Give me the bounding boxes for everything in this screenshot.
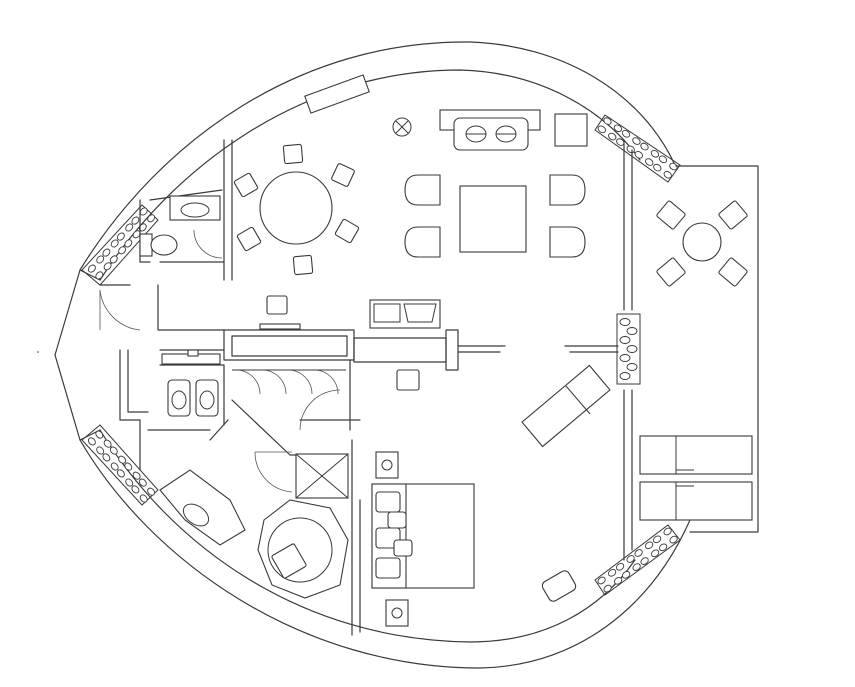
stone-texture-pebble	[110, 239, 119, 248]
stone-texture-pebble	[644, 541, 654, 550]
washbasin	[159, 469, 246, 546]
stone-texture-pebble	[103, 262, 112, 271]
desk-unit	[369, 299, 441, 329]
toilet	[195, 379, 219, 417]
nightstand	[375, 451, 409, 627]
stone-texture-pebble	[116, 232, 125, 241]
stone-texture-pebble	[669, 162, 678, 171]
stone-texture-pebble	[634, 549, 643, 557]
ceiling-light-fixture	[392, 117, 412, 137]
stone-texture-pebble	[597, 125, 606, 134]
stone-texture-pebble	[116, 469, 125, 478]
stone-texture-pebble	[139, 494, 148, 503]
stone-texture-pebble	[658, 155, 668, 164]
stone-texture-pebble	[109, 446, 118, 455]
stone-texture-pebble	[608, 132, 617, 141]
stone-texture-pebble	[603, 584, 612, 593]
washbasin	[169, 195, 221, 221]
stone-texture-pebble	[147, 487, 156, 496]
stone-texture-pebble	[96, 255, 105, 264]
sofa	[439, 109, 541, 151]
door-swing	[99, 229, 341, 493]
shower-tray	[295, 453, 349, 499]
stone-texture-pebble	[132, 471, 141, 480]
stone-texture-pebble	[626, 363, 638, 371]
stone-texture-pebble	[95, 271, 104, 280]
side-chair	[259, 295, 420, 391]
stone-texture-pebble	[87, 437, 96, 446]
toilet	[139, 233, 178, 257]
stone-texture-pebble	[147, 214, 156, 223]
stone-texture-pebble	[626, 327, 638, 335]
stone-texture-pebble	[632, 563, 641, 571]
stone-texture-pebble	[619, 372, 631, 380]
stone-texture-pebble	[102, 453, 111, 462]
stone-texture-pebble	[669, 535, 678, 544]
terrace	[675, 165, 759, 533]
stone-texture-pebble	[619, 336, 631, 344]
stone-texture-pebble	[607, 568, 617, 577]
stone-texture-pebble	[125, 223, 134, 232]
stone-texture-pebble	[621, 570, 631, 579]
stone-texture-pebble	[131, 485, 140, 494]
bidet	[167, 379, 191, 417]
stone-texture-pebble	[131, 216, 140, 225]
stone-texture-pebble	[619, 354, 631, 362]
stone-texture-pebble	[650, 549, 660, 558]
chaise-longue	[521, 364, 611, 448]
stone-texture-pebble	[95, 430, 104, 439]
patio-table	[656, 200, 748, 287]
stone-texture-pebble	[603, 117, 612, 125]
stone-texture-pebble	[132, 230, 141, 239]
stone-texture-pebble	[124, 462, 133, 471]
interior-walls	[99, 139, 633, 636]
stone-texture-pebble	[87, 264, 96, 273]
stone-texture-pebble	[138, 478, 147, 487]
stone-texture-pebble	[110, 462, 119, 471]
bathtub	[257, 499, 349, 599]
stone-texture-pebble	[96, 446, 105, 455]
dining-chair	[233, 143, 360, 276]
vanity-shelf	[161, 349, 221, 365]
stone-texture-pebble	[597, 576, 606, 585]
stone-texture-pebble	[645, 158, 654, 166]
stone-texture-pebble	[118, 246, 127, 255]
tv-console	[304, 74, 370, 114]
stone-texture-pebble	[613, 576, 623, 585]
square-coffee-table	[459, 185, 527, 253]
stone-texture	[87, 117, 678, 593]
stone-texture-pebble	[613, 124, 623, 133]
stone-texture-pebble	[652, 535, 662, 544]
stone-texture-pebble	[634, 150, 643, 159]
stone-texture-pebble	[619, 318, 631, 326]
armchair	[404, 174, 586, 258]
round-dining-table	[259, 171, 333, 245]
stone-texture-pebble	[103, 439, 112, 448]
stone-texture-pebble	[118, 455, 127, 464]
stone-texture-pebble	[626, 555, 635, 563]
stone-wall-accent	[81, 114, 681, 596]
stone-texture-pebble	[615, 562, 625, 571]
stone-texture-pebble	[663, 527, 672, 536]
stone-texture-pebble	[139, 207, 148, 216]
sun-lounger	[639, 435, 753, 521]
stone-texture-pebble	[640, 142, 649, 151]
stone-texture-pebble	[663, 170, 672, 179]
walk-in-closet	[232, 369, 346, 395]
pillow	[375, 491, 413, 579]
stone-texture-pebble	[626, 345, 638, 353]
stone-texture-pebble	[658, 543, 668, 552]
stone-texture-pebble	[109, 255, 118, 264]
lounge-chair	[541, 570, 577, 602]
side-table	[554, 113, 588, 147]
stone-texture-pebble	[125, 478, 134, 487]
stone-texture-pebble	[640, 557, 649, 565]
stone-texture-pebble	[102, 248, 111, 257]
stone-texture-pebble	[650, 149, 660, 158]
stone-texture-pebble	[621, 129, 631, 138]
stone-texture-pebble	[124, 239, 133, 248]
stone-texture-pebble	[632, 137, 641, 145]
stone-texture-pebble	[653, 163, 662, 172]
